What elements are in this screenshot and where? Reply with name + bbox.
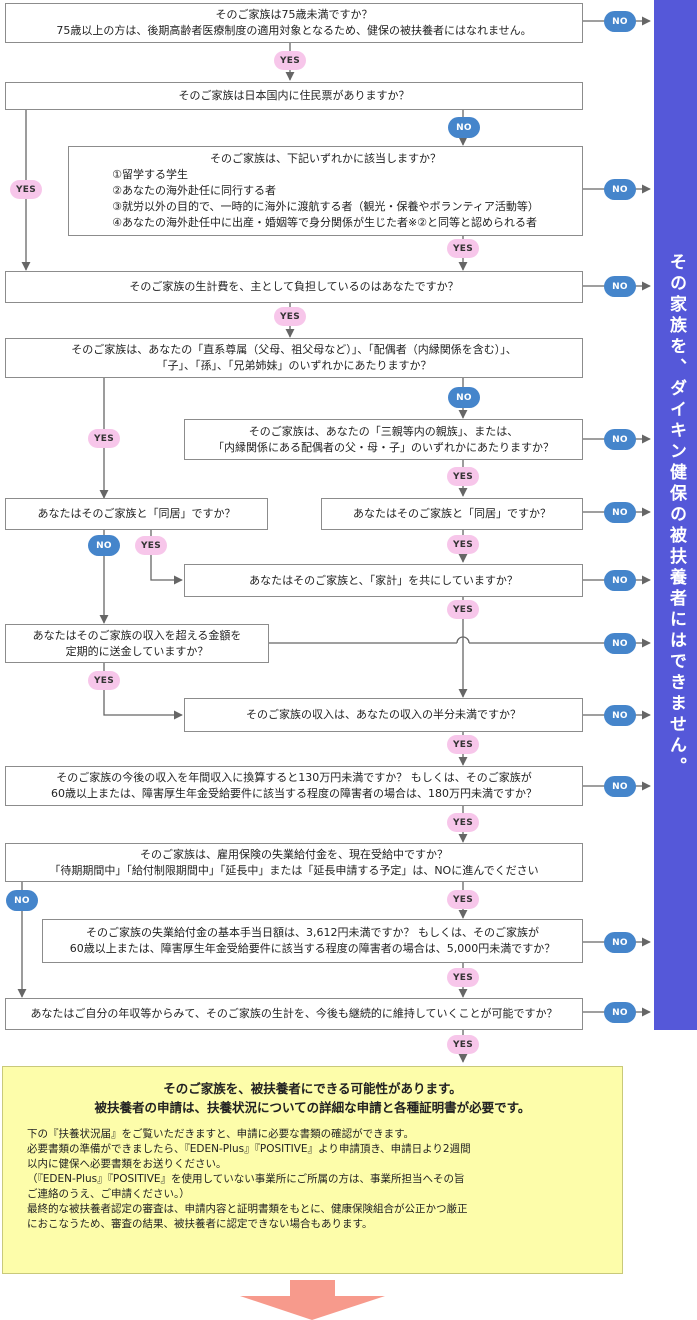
question-unemployment-benefit: そのご家族は、雇用保険の失業給付金を、現在受給中ですか？ 「待期期間中」「給付制… xyxy=(5,843,583,882)
result-line: 下の『扶養状況届』をご覧いただきますと、申請に必要な書類の確認ができます。 xyxy=(27,1128,415,1140)
result-heading-2: 被扶養者の申請は、扶養状況についての詳細な申請と各種証明書が必要です。 xyxy=(94,1100,531,1115)
yes-label: YES xyxy=(447,813,479,832)
result-line: ご連絡のうえ、ご申請ください。） xyxy=(27,1188,190,1200)
result-line: 必要書類の準備ができましたら、『EDEN-Plus』『POSITIVE』より申請… xyxy=(27,1143,471,1155)
condition-item: ④あなたの海外赴任中に出産・婚姻等で身分関係が生じた者※②と同等と認められる者 xyxy=(112,216,538,229)
result-line: 最終的な被扶養者認定の審査は、申請内容と証明書類をもとに、健康保険組合が公正かつ… xyxy=(27,1203,468,1215)
no-label: NO xyxy=(88,535,120,556)
not-eligible-text: その家族を、ダイキン健保の被扶養者にはできません。 xyxy=(666,252,686,778)
yes-label: YES xyxy=(135,536,167,555)
question-remittance: あなたはそのご家族の収入を超える金額を 定期的に送金していますか？ xyxy=(5,624,269,663)
no-label: NO xyxy=(6,890,38,911)
not-eligible-sidebar: その家族を、ダイキン健保の被扶養者にはできません。 xyxy=(654,0,697,1030)
no-label: NO xyxy=(448,387,480,408)
yes-label: YES xyxy=(274,307,306,326)
condition-item: ①留学する学生 xyxy=(112,168,188,181)
no-label: NO xyxy=(604,429,636,450)
question-age: そのご家族は75歳未満ですか？ 75歳以上の方は、後期高齢者医療制度の適用対象と… xyxy=(5,3,583,43)
result-heading-1: そのご家族を、被扶養者にできる可能性があります。 xyxy=(163,1081,462,1096)
question-third-degree-relative: そのご家族は、あなたの「三親等内の親族」、または、 「内縁関係にある配偶者の父・… xyxy=(184,419,583,460)
condition-item: ③就労以外の目的で、一時的に海外に渡航する者（観光・保養やボランティア活動等） xyxy=(112,200,539,213)
question-shared-household: あなたはそのご家族と、「家計」を共にしていますか？ xyxy=(184,564,583,597)
question-cohabitation-left: あなたはそのご家族と「同居」ですか？ xyxy=(5,498,268,530)
no-label: NO xyxy=(604,776,636,797)
yes-label: YES xyxy=(447,239,479,258)
question-residence: そのご家族は日本国内に住民票がありますか？ xyxy=(5,82,583,110)
condition-item: ②あなたの海外赴任に同行する者 xyxy=(112,184,276,197)
yes-label: YES xyxy=(447,600,479,619)
no-label: NO xyxy=(604,179,636,200)
result-line: におこなうため、審査の結果、被扶養者に認定できない場合もあります。 xyxy=(27,1218,373,1230)
result-line: （『EDEN-Plus』『POSITIVE』を使用していない事業所にご所属の方は… xyxy=(27,1173,465,1185)
no-label: NO xyxy=(604,633,636,654)
question-living-expenses: そのご家族の生計費を、主として負担しているのはあなたですか？ xyxy=(5,271,583,303)
yes-label: YES xyxy=(10,180,42,199)
question-continued-support: あなたはご自分の年収等からみて、そのご家族の生計を、今後も継続的に維持していくこ… xyxy=(5,998,583,1030)
yes-label: YES xyxy=(88,671,120,690)
question-daily-benefit: そのご家族の失業給付金の基本手当日額は、3,612円未満ですか？ もしくは、その… xyxy=(42,919,583,963)
question-cohabitation-right: あなたはそのご家族と「同居」ですか？ xyxy=(321,498,583,530)
yes-label: YES xyxy=(447,535,479,554)
yes-label: YES xyxy=(274,51,306,70)
no-label: NO xyxy=(604,11,636,32)
eligible-result-box: そのご家族を、被扶養者にできる可能性があります。 被扶養者の申請は、扶養状況につ… xyxy=(2,1066,623,1274)
question-overseas-conditions: そのご家族は、下記いずれかに該当しますか？ ①留学する学生 ②あなたの海外赴任に… xyxy=(68,146,583,236)
question-income-half: そのご家族の収入は、あなたの収入の半分未満ですか？ xyxy=(184,698,583,732)
question-relationship: そのご家族は、あなたの「直系尊属（父母、祖父母など）」、「配偶者（内縁関係を含む… xyxy=(5,338,583,378)
result-body: 下の『扶養状況届』をご覧いただきますと、申請に必要な書類の確認ができます。 必要… xyxy=(27,1127,598,1232)
yes-label: YES xyxy=(447,968,479,987)
yes-label: YES xyxy=(88,429,120,448)
no-label: NO xyxy=(604,705,636,726)
yes-label: YES xyxy=(447,890,479,909)
yes-label: YES xyxy=(447,735,479,754)
no-label: NO xyxy=(604,502,636,523)
no-label: NO xyxy=(604,1002,636,1023)
no-label: NO xyxy=(604,932,636,953)
yes-label: YES xyxy=(447,467,479,486)
no-label: NO xyxy=(448,117,480,138)
no-label: NO xyxy=(604,570,636,591)
yes-label: YES xyxy=(447,1035,479,1054)
question-annual-income: そのご家族の今後の収入を年間収入に換算すると130万円未満ですか？ もしくは、そ… xyxy=(5,766,583,806)
result-line: 以内に健保へ必要書類をお送りください。 xyxy=(27,1158,227,1170)
no-label: NO xyxy=(604,276,636,297)
continue-down-arrow xyxy=(240,1296,385,1320)
